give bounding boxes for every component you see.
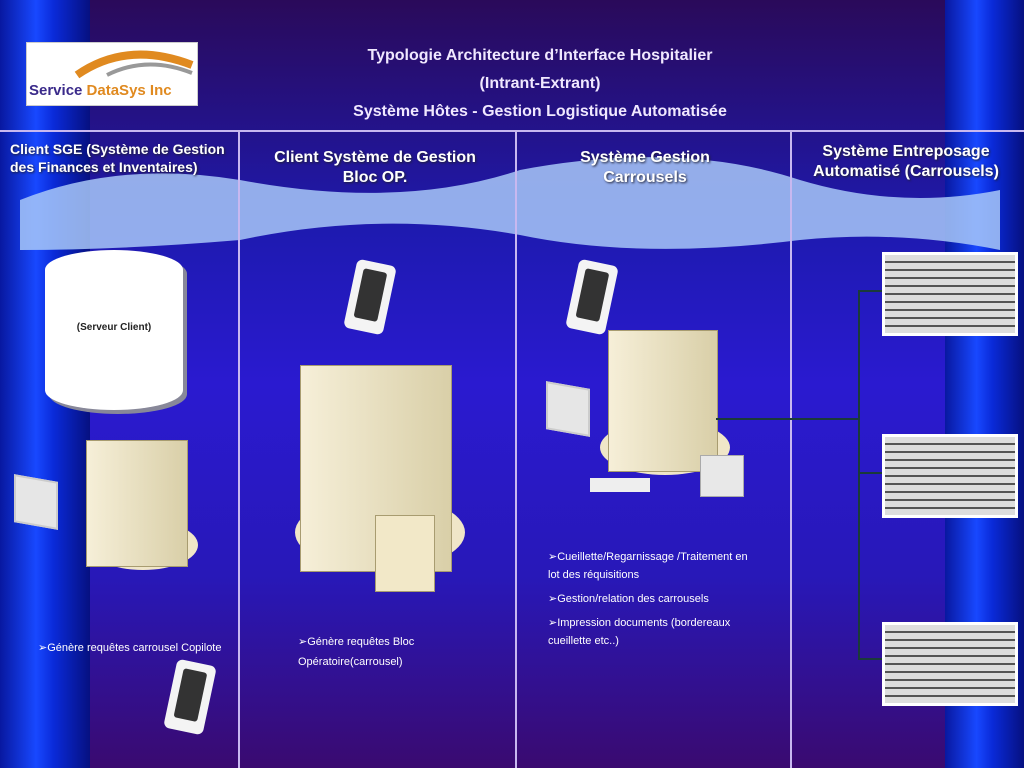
logo-arc-icon: [74, 50, 194, 79]
logo-text: Service DataSys Inc: [29, 82, 172, 99]
database-cylinder: (Serveur Client): [45, 250, 183, 410]
column-separator: [790, 130, 792, 768]
column-note: ➢Gestion/relation des carrousels: [548, 593, 709, 605]
column-header-carrousels: Système Gestion Carrousels: [580, 149, 710, 186]
header-divider: [0, 130, 1024, 132]
connection-line: [858, 290, 860, 660]
company-logo: Service DataSys Inc: [26, 42, 198, 106]
carrousel-notes: ➢Cueillette/Regarnissage /Traitement en …: [548, 548, 748, 650]
column-separator: [238, 130, 240, 768]
handheld-scanner-icon: [163, 658, 217, 736]
banner-ribbon: [20, 157, 1000, 250]
title-line-2: (Intrant-Extrant): [479, 75, 601, 92]
column-header-bloc-op: Client Système de Gestion Bloc OP.: [274, 149, 476, 186]
handheld-scanner-icon: [565, 258, 619, 336]
connection-line: [858, 658, 882, 660]
column-note: ➢Cueillette/Regarnissage /Traitement en …: [548, 551, 748, 581]
server-tower-icon: [608, 330, 718, 472]
carrousel-storage-icon: [882, 622, 1018, 706]
column-note: ➢Impression documents (bordereaux cueill…: [548, 617, 731, 647]
column-note: ➢Génère requêtes Bloc Opératoire(carrous…: [298, 636, 415, 668]
connection-line: [716, 418, 858, 420]
column-separator: [515, 130, 517, 768]
monitor-icon: [546, 381, 590, 437]
title-line-3: Système Hôtes - Gestion Logistique Autom…: [353, 103, 727, 120]
monitor-icon: [14, 474, 58, 530]
connection-line: [858, 472, 882, 474]
carrousel-storage-icon: [882, 434, 1018, 518]
folder-icon: [375, 515, 435, 592]
connection-line: [858, 290, 882, 292]
slide-title: Typologie Architecture d’Interface Hospi…: [250, 42, 830, 126]
column-header-sge: Client SGE (Système de Gestion des Finan…: [10, 141, 225, 175]
printer-icon: [700, 455, 744, 497]
title-line-1: Typologie Architecture d’Interface Hospi…: [367, 47, 713, 64]
column-header-entreposage: Système Entreposage Automatisé (Carrouse…: [813, 143, 999, 180]
server-tower-icon: [86, 440, 188, 567]
column-note: ➢Génère requêtes carrousel Copilote: [38, 642, 222, 654]
carrousel-storage-icon: [882, 252, 1018, 336]
server-client-label: (Serveur Client): [76, 322, 152, 333]
handheld-scanner-icon: [343, 258, 397, 336]
keyboard-icon: [590, 478, 650, 492]
